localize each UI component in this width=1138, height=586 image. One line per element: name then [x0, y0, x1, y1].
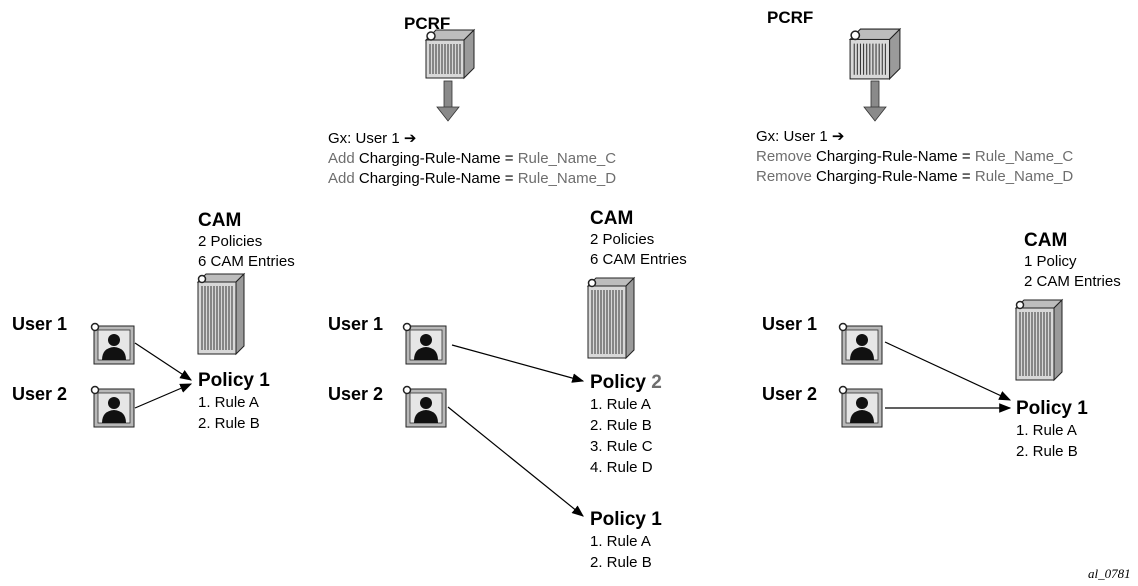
policy-block: Policy 1 1. Rule A 2. Rule B	[198, 370, 270, 434]
policy-block: Policy 1 1. Rule A 2. Rule B	[590, 509, 662, 573]
policy-rule: 2. Rule B	[1016, 443, 1078, 460]
cam-info: CAM 1 Policy 2 CAM Entries	[1024, 230, 1121, 292]
user-label: User 2	[328, 384, 384, 404]
arrow-user1-policy1-p3	[884, 341, 1012, 401]
cam-server-icon	[1014, 298, 1064, 382]
user-terminal-icon	[838, 385, 883, 428]
user-terminal-icon	[90, 385, 135, 428]
pcrf-server-icon	[424, 28, 476, 80]
pcrf-down-arrow	[436, 80, 460, 122]
cam-title: CAM	[590, 208, 634, 229]
gx-row: Remove Charging-Rule-Name = Rule_Name_D	[756, 168, 1074, 185]
gx-row: Remove Charging-Rule-Name = Rule_Name_C	[756, 148, 1074, 165]
gx-row: Add Charging-Rule-Name = Rule_Name_C	[328, 150, 617, 167]
cam-policies: 2 Policies	[198, 233, 263, 250]
policy-block: Policy 1 1. Rule A 2. Rule B	[1016, 398, 1088, 462]
arrow-user2-policy1	[134, 383, 193, 409]
cam-policies: 2 Policies	[590, 231, 655, 248]
gx-row: Add Charging-Rule-Name = Rule_Name_D	[328, 170, 617, 187]
policy-rule: 1. Rule A	[590, 396, 651, 413]
cam-entries: 2 CAM Entries	[1024, 273, 1121, 290]
cam-server-icon	[586, 276, 636, 360]
policy-block: Policy 2 1. Rule A 2. Rule B 3. Rule C 4…	[590, 372, 662, 478]
policy-title: Policy 1	[1016, 398, 1088, 419]
pcrf-label: PCRF	[767, 8, 814, 27]
pcrf-server-icon	[848, 27, 902, 81]
cam-info: CAM 2 Policies 6 CAM Entries	[198, 210, 295, 272]
user-terminal-icon	[838, 322, 883, 365]
policy-rule: 2. Rule B	[198, 415, 260, 432]
policy-rule: 2. Rule B	[590, 417, 652, 434]
pcrf-down-arrow	[863, 80, 887, 122]
pcrf-label: PCRF	[404, 14, 451, 33]
cam-server-icon	[196, 272, 246, 356]
user-label: User 2	[762, 384, 818, 404]
cam-entries: 6 CAM Entries	[590, 251, 687, 268]
arrow-user1-policy1	[134, 342, 193, 381]
gx-header: Gx: User 1 ➔	[756, 128, 845, 145]
gx-remove-message: Gx: User 1 ➔ Remove Charging-Rule-Name =…	[756, 127, 1073, 187]
policy-title: Policy 1	[198, 370, 270, 391]
user-label: User 1	[328, 314, 384, 334]
cam-title: CAM	[1024, 230, 1068, 251]
gx-add-message: Gx: User 1 ➔ Add Charging-Rule-Name = Ru…	[328, 129, 616, 189]
arrow-user2-policy1	[447, 406, 584, 517]
user-terminal-icon	[402, 385, 447, 428]
user-label: User 1	[12, 314, 68, 334]
policy-rule: 1. Rule A	[1016, 422, 1077, 439]
user-label: User 1	[762, 314, 818, 334]
policy-rule: 1. Rule A	[198, 394, 259, 411]
figure-id: al_0781	[1088, 566, 1131, 581]
user-terminal-icon	[90, 322, 135, 365]
policy-title: Policy 2	[590, 372, 662, 393]
cam-policies: 1 Policy	[1024, 253, 1077, 270]
policy-rule: 3. Rule C	[590, 438, 653, 455]
policy-rule: 1. Rule A	[590, 533, 651, 550]
policy-rule: 2. Rule B	[590, 554, 652, 571]
cam-title: CAM	[198, 210, 242, 231]
cam-entries: 6 CAM Entries	[198, 253, 295, 270]
user-label: User 2	[12, 384, 68, 404]
cam-info: CAM 2 Policies 6 CAM Entries	[590, 208, 687, 270]
user-terminal-icon	[402, 322, 447, 365]
policy-title: Policy 1	[590, 509, 662, 530]
arrow-user1-policy2	[451, 344, 585, 383]
policy-rule: 4. Rule D	[590, 459, 653, 476]
gx-header: Gx: User 1 ➔	[328, 130, 417, 147]
